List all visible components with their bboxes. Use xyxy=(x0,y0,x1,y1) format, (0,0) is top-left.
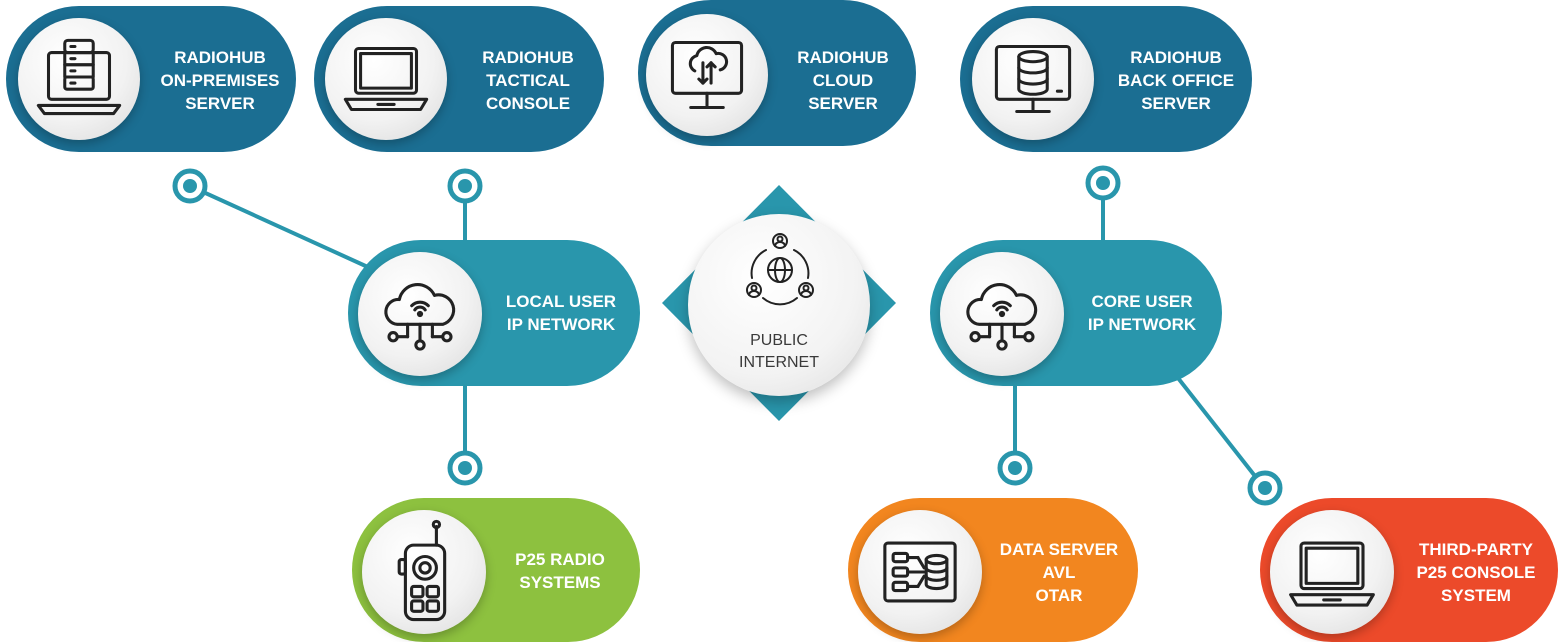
radio-handset-icon xyxy=(362,510,486,634)
globe-users-icon xyxy=(735,228,825,308)
data-flow-icon xyxy=(858,510,982,634)
cloud-network-icon xyxy=(940,252,1064,376)
database-monitor-icon xyxy=(972,18,1094,140)
cloud-network-icon xyxy=(358,252,482,376)
server-laptop-icon xyxy=(18,18,140,140)
cloud-monitor-icon xyxy=(646,14,768,136)
connector-onprem-local xyxy=(189,184,371,270)
laptop-icon xyxy=(325,18,447,140)
connector-core-thirdparty xyxy=(1176,376,1264,487)
laptop-icon xyxy=(1270,510,1394,634)
connector-dots xyxy=(172,165,1283,506)
